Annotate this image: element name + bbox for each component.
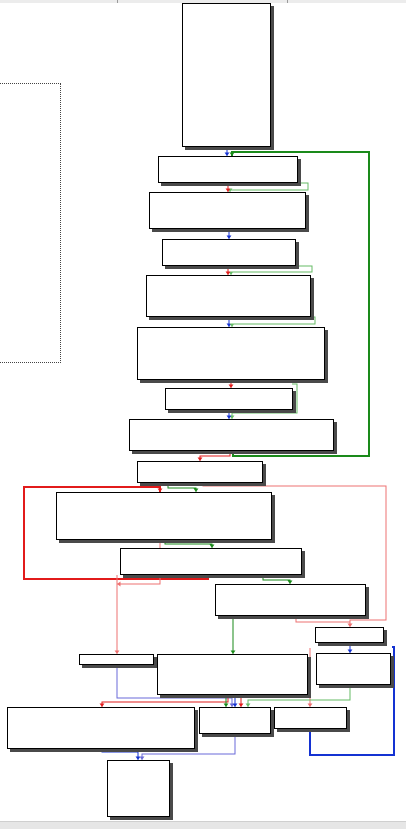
edge-arrowhead	[209, 544, 215, 548]
edge-arrowhead	[114, 650, 120, 654]
graph-edge	[101, 749, 139, 760]
graph-node[interactable]	[149, 192, 306, 229]
graph-node[interactable]	[199, 707, 271, 734]
graph-edge	[116, 665, 233, 707]
graph-node[interactable]	[79, 654, 154, 665]
graph-edge	[231, 383, 298, 419]
edge-arrowhead	[226, 235, 232, 239]
edge-arrowhead	[228, 384, 234, 388]
graph-node[interactable]	[56, 492, 272, 540]
graph-edge	[23, 486, 209, 580]
graph-node[interactable]	[158, 156, 298, 183]
horizontal-scrollbar[interactable]	[0, 821, 406, 829]
graph-node[interactable]	[182, 3, 271, 147]
graph-edge	[262, 575, 291, 584]
edge-arrowhead	[224, 152, 230, 156]
top-ruler	[0, 0, 406, 3]
edge-arrowhead	[229, 152, 235, 156]
edge-arrowhead	[223, 703, 229, 707]
graph-node[interactable]	[215, 584, 366, 616]
graph-node[interactable]	[146, 275, 311, 317]
graph-edge	[199, 451, 231, 461]
graph-node[interactable]	[315, 627, 384, 643]
graph-node[interactable]	[7, 707, 195, 749]
edge-arrowhead	[238, 703, 244, 707]
ruler-tick	[287, 0, 288, 3]
graph-node[interactable]	[137, 461, 263, 483]
graph-node[interactable]	[120, 548, 302, 575]
edge-arrowhead	[99, 703, 105, 707]
edge-arrowhead	[245, 703, 251, 707]
edge-arrowhead	[225, 271, 231, 275]
edge-arrowhead	[232, 703, 238, 707]
graph-node[interactable]	[157, 654, 308, 695]
edge-arrowhead	[139, 756, 145, 760]
graph-edge	[231, 316, 316, 327]
graph-node[interactable]	[165, 388, 293, 410]
edge-arrowhead	[347, 623, 353, 627]
graph-edge	[309, 646, 395, 756]
edge-arrowhead	[226, 415, 232, 419]
edge-arrowhead	[225, 188, 231, 192]
graph-node[interactable]	[107, 760, 170, 817]
ruler-tick	[117, 0, 118, 3]
edge-arrowhead	[117, 581, 121, 587]
edge-arrowhead	[157, 488, 163, 492]
graph-edge	[202, 483, 387, 627]
graph-node[interactable]	[129, 419, 334, 451]
graph-edge	[167, 483, 197, 492]
edge-arrowhead	[193, 488, 199, 492]
edge-arrowhead	[307, 703, 313, 707]
edge-arrowhead	[197, 457, 203, 461]
graph-edge	[229, 182, 309, 192]
graph-node[interactable]	[162, 239, 296, 266]
graph-node[interactable]	[274, 707, 347, 729]
edge-arrowhead	[135, 756, 141, 760]
graph-node[interactable]	[316, 653, 391, 685]
graph-edge	[230, 265, 313, 275]
graph-edge	[295, 616, 351, 627]
edge-arrowhead	[347, 649, 353, 653]
edge-arrowhead	[230, 650, 236, 654]
edge-arrowhead	[229, 323, 235, 327]
graph-edge	[101, 695, 229, 707]
graph-edge	[164, 540, 213, 548]
graph-node[interactable]	[137, 327, 325, 380]
collapsed-group-frame[interactable]	[0, 83, 61, 363]
edge-arrowhead	[287, 580, 293, 584]
